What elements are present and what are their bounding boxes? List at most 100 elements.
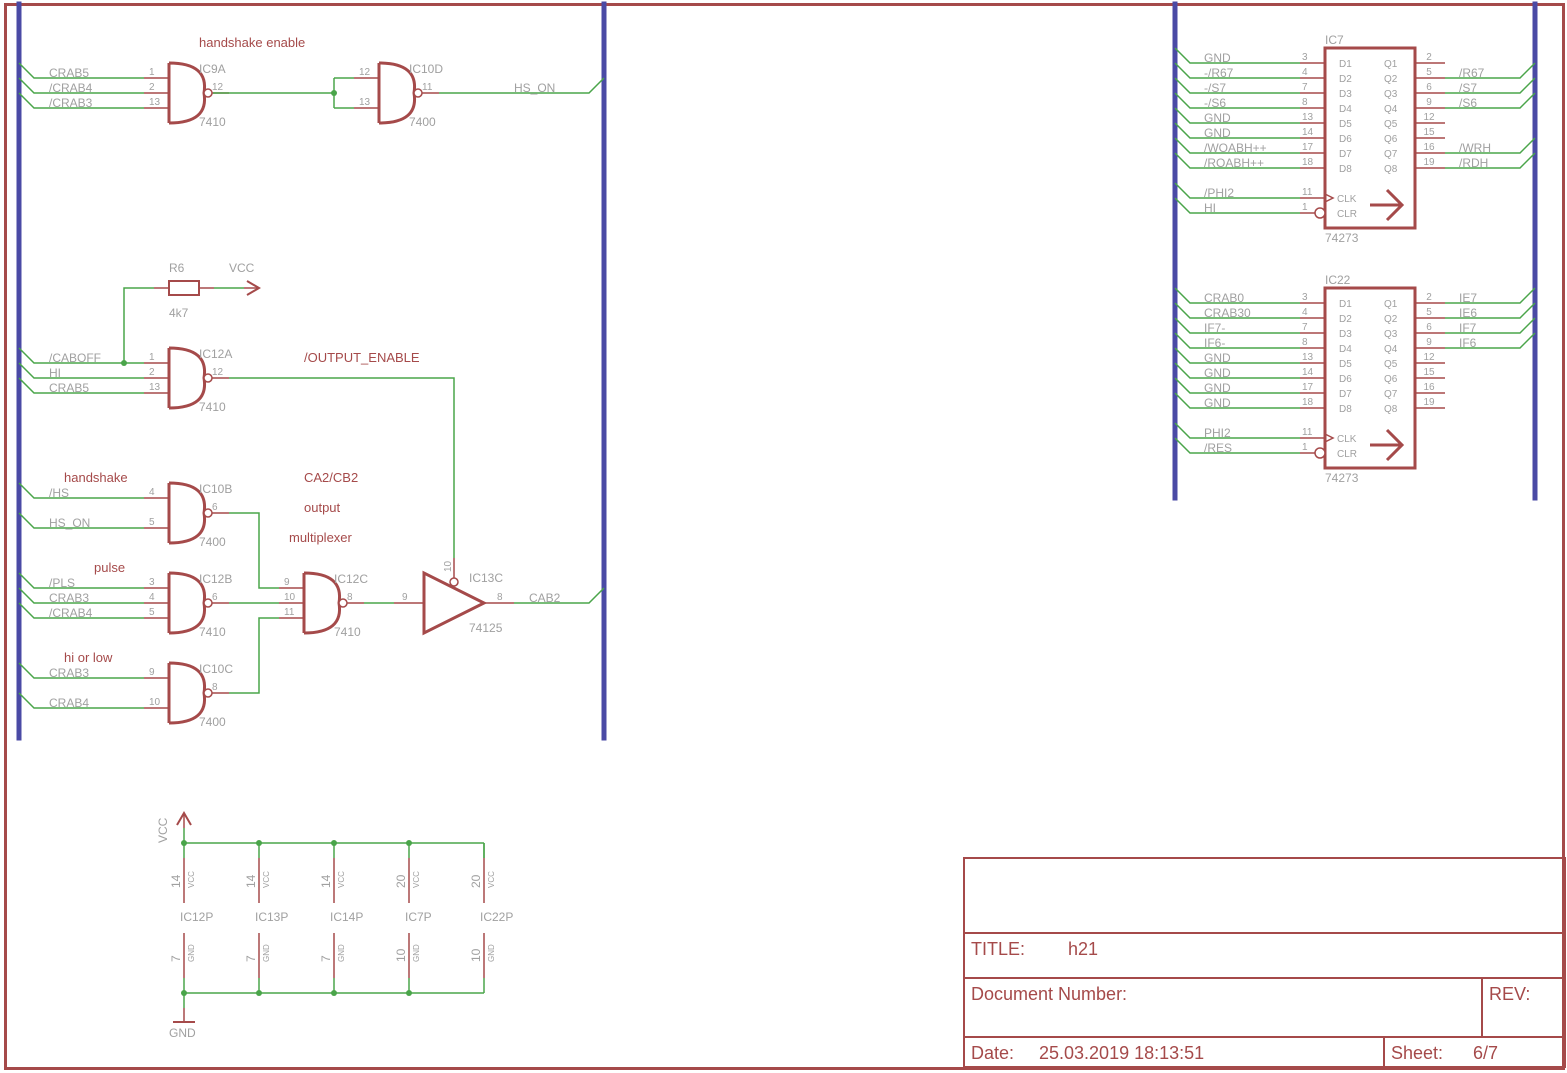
- net-wire[interactable]: [1445, 62, 1536, 79]
- net-wire[interactable]: [18, 572, 144, 589]
- gate-name: IC12B: [199, 572, 232, 586]
- latch-ic7[interactable]: IC7742733D1GND4D2-/R677D3-/S78D4-/S613D5…: [1174, 33, 1536, 245]
- net-wire[interactable]: [1174, 107, 1300, 124]
- net-wire[interactable]: [1445, 137, 1536, 154]
- net-wire[interactable]: [1174, 197, 1300, 214]
- resistor-r6-body[interactable]: [168, 280, 200, 296]
- title-value: h21: [1068, 939, 1098, 959]
- net-wire[interactable]: [18, 62, 144, 79]
- input-pin-number: 10: [149, 697, 161, 708]
- net-wire[interactable]: [18, 662, 144, 679]
- net-wire[interactable]: [18, 362, 144, 379]
- net-wire[interactable]: [18, 692, 144, 709]
- net-wire[interactable]: [1174, 317, 1300, 334]
- net-wire[interactable]: [18, 347, 144, 364]
- net-label: /PHI2: [1204, 186, 1234, 200]
- pin-number: 14: [1302, 127, 1314, 138]
- net-wire[interactable]: [1445, 287, 1536, 304]
- net-wire[interactable]: [1174, 437, 1300, 454]
- net-wire[interactable]: [1174, 47, 1300, 64]
- pin-number: 4: [1302, 307, 1308, 318]
- clock-edge-icon: [1324, 193, 1335, 203]
- net-wire[interactable]: [1174, 347, 1300, 364]
- net-wire[interactable]: [1174, 77, 1300, 94]
- net-ic10c-out[interactable]: [229, 617, 279, 694]
- net-label: IF6-: [1204, 336, 1225, 350]
- gnd-label: GND: [169, 1026, 196, 1040]
- r6-value: 4k7: [169, 306, 189, 320]
- pin-number: 7: [1302, 322, 1308, 333]
- q-pin-label: Q1: [1384, 299, 1398, 310]
- net-label: /PLS: [49, 576, 75, 590]
- pin-number: 1: [1302, 442, 1308, 453]
- net-wire[interactable]: [1174, 287, 1300, 304]
- net-label: GND: [1204, 396, 1231, 410]
- net-wire[interactable]: [18, 587, 144, 604]
- net-output-enable[interactable]: [229, 377, 455, 558]
- net-wire[interactable]: [1445, 152, 1536, 169]
- gate-type: 7410: [199, 115, 226, 129]
- net-wire[interactable]: [1174, 92, 1300, 109]
- net-label: IE6: [1459, 306, 1477, 320]
- net-r6-pullup[interactable]: [123, 287, 154, 363]
- power-part-name: IC12P: [180, 910, 213, 924]
- net-label: HS_ON: [514, 81, 555, 95]
- net-wire[interactable]: [18, 602, 144, 619]
- q-pin-label: Q6: [1384, 134, 1398, 145]
- net-wire[interactable]: [1174, 422, 1300, 439]
- net-wire[interactable]: [1174, 137, 1300, 154]
- vcc-pin-name: VCC: [187, 871, 196, 888]
- net-wire[interactable]: [1445, 302, 1536, 319]
- gate-name: IC10C: [199, 662, 233, 676]
- net-wire[interactable]: [1445, 92, 1536, 109]
- vcc-label: VCC: [156, 817, 170, 843]
- net-wire[interactable]: [18, 512, 144, 529]
- gate-type: 7400: [199, 535, 226, 549]
- net-wire[interactable]: [1445, 332, 1536, 349]
- net-wire[interactable]: [1445, 317, 1536, 334]
- net-wire[interactable]: [1174, 122, 1300, 139]
- net-wire[interactable]: [1174, 62, 1300, 79]
- net-label: /ROABH++: [1204, 156, 1264, 170]
- pin-number: 12: [1423, 112, 1435, 123]
- inverter-bubble-icon: [203, 598, 213, 608]
- net-wire[interactable]: [514, 587, 605, 604]
- net-ic10b-out[interactable]: [229, 512, 279, 589]
- d-pin-label: D6: [1339, 134, 1352, 145]
- net-wire[interactable]: [1174, 152, 1300, 169]
- net-wire[interactable]: [18, 377, 144, 394]
- vcc-arrow-icon: [176, 811, 192, 826]
- clock-edge-icon: [1324, 433, 1335, 443]
- input-pin-number: 9: [149, 667, 155, 678]
- pin-number: 16: [1423, 382, 1435, 393]
- inverter-bubble-icon: [203, 373, 213, 383]
- net-wire[interactable]: [18, 92, 144, 109]
- net-wire[interactable]: [18, 482, 144, 499]
- net-wire[interactable]: [18, 77, 144, 94]
- latch-ic22[interactable]: IC22742733D1CRAB04D2CRAB307D3IF7-8D4IF6-…: [1174, 273, 1536, 485]
- net-wire[interactable]: [1174, 362, 1300, 379]
- inverter-bubble-icon: [203, 508, 213, 518]
- net-wire[interactable]: [439, 77, 605, 94]
- net-label: -/S7: [1204, 81, 1226, 95]
- net-wire[interactable]: [1445, 77, 1536, 94]
- net-wire[interactable]: [1174, 392, 1300, 409]
- net-wire[interactable]: [1174, 377, 1300, 394]
- net-wire[interactable]: [1174, 302, 1300, 319]
- net-wire[interactable]: [1174, 332, 1300, 349]
- net-wire[interactable]: [1174, 182, 1300, 199]
